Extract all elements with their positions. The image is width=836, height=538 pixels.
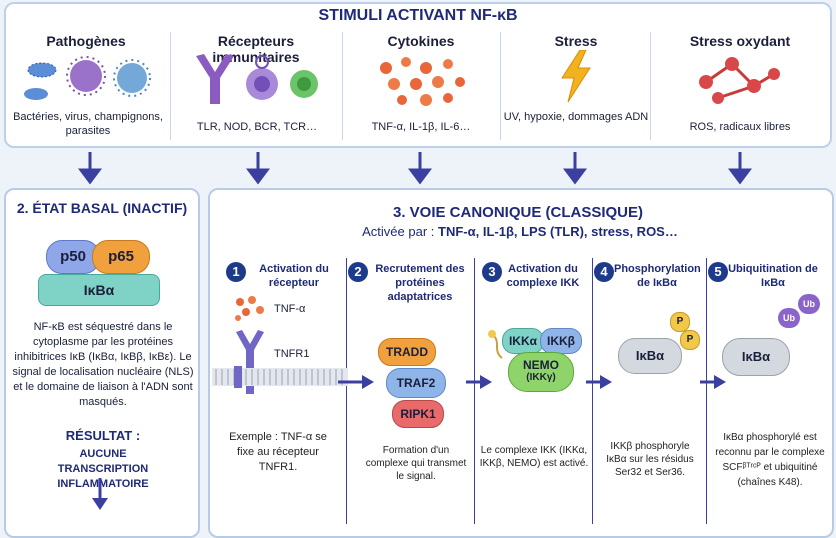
step-2-title: Recrutement des protéines adaptatrices — [375, 263, 465, 303]
activated-by-list: TNF-α, IL-1β, LPS (TLR), stress, ROS… — [438, 224, 678, 239]
step-1-title: Activation du récepteur — [259, 263, 329, 289]
step-3-number: 3 — [482, 262, 502, 282]
category-title-cytokines: Cytokines — [387, 33, 455, 49]
step-2-number: 2 — [348, 262, 368, 282]
divider — [342, 32, 343, 140]
divider — [650, 32, 651, 140]
cytokines-icon — [380, 57, 465, 106]
step-4-title: Phosphorylation de IκBα — [614, 263, 701, 289]
ubiquitin-1: Ub — [778, 308, 800, 328]
immune-receptors-icon — [196, 54, 318, 104]
step-5-title: Ubiquitination de IκBα — [728, 263, 818, 289]
ros-molecules-icon — [699, 57, 780, 104]
ikba-inhibitor: IκBα — [38, 274, 160, 306]
step-arrow — [338, 375, 374, 389]
ikk-alpha-protein: IKKα — [502, 328, 544, 354]
p50-subunit: p50 — [46, 240, 100, 274]
step-divider — [474, 258, 475, 524]
result-down-arrow — [92, 478, 108, 510]
step-arrow — [700, 375, 726, 389]
ikba-protein-ubiquitinated: IκBα — [722, 338, 790, 376]
step-divider — [706, 258, 707, 524]
result-text: AUCUNE TRANSCRIPTION INFLAMMATOIRE — [57, 448, 149, 490]
result-label: RÉSULTAT : — [65, 428, 141, 443]
step-arrow — [466, 375, 492, 389]
phosphate-tail-icon — [488, 330, 503, 359]
category-desc-immune-receptors: TLR, NOD, BCR, TCR… — [196, 121, 318, 133]
category-desc-pathogens: Bactéries, virus, champignons, parasites — [13, 111, 163, 137]
step-3-title: Activation du complexe IKK — [506, 263, 580, 289]
step-1-number: 1 — [226, 262, 246, 282]
step-3-description: Le complexe IKK (IKKα, IKKβ, NEMO) est a… — [479, 445, 589, 469]
stimuli-title: STIMULI ACTIVANT NF-κB — [318, 7, 518, 24]
ripk1-protein: RIPK1 — [392, 400, 444, 428]
ubiquitin-2: Ub — [798, 294, 820, 314]
divider — [500, 32, 501, 140]
tnf-ligand-icon — [235, 296, 264, 321]
step-divider — [346, 258, 347, 524]
step-4-number: 4 — [594, 262, 614, 282]
traf2-protein: TRAF2 — [386, 368, 446, 398]
category-title-immune-receptors: Récepteurs immunitaires — [212, 33, 300, 65]
ikba-protein: IκBα — [618, 338, 682, 374]
step-2-description: Formation d'un complexe qui transmet le … — [365, 445, 467, 482]
canonical-title: 3. VOIE CANONIQUE (CLASSIQUE) — [392, 204, 644, 221]
activated-by-line: Activée par : TNF-α, IL-1β, LPS (TLR), s… — [250, 224, 790, 239]
tnf-label: TNF-α — [274, 303, 306, 315]
tnfr1-label: TNFR1 — [274, 348, 310, 360]
category-desc-cytokines: TNF-α, IL-1β, IL-6… — [371, 121, 471, 133]
category-title-pathogens: Pathogènes — [46, 33, 126, 49]
ikk-beta-protein: IKKβ — [540, 328, 582, 354]
category-desc-oxidative-stress: ROS, radicaux libres — [689, 121, 791, 133]
divider — [170, 32, 171, 140]
phosphate-group-1: P — [670, 312, 690, 332]
activated-by-prefix: Activée par : — [362, 224, 439, 239]
basal-description: NF-κB est séquestré dans le cytoplasme p… — [12, 321, 194, 408]
basal-state-panel — [4, 188, 200, 538]
pathogens-icon — [24, 56, 151, 100]
step-4-description: IKKβ phosphoryle IκBα sur les résidus Se… — [606, 441, 694, 478]
basal-state-title: 2. ÉTAT BASAL (INACTIF) — [16, 200, 188, 216]
lightning-icon — [561, 50, 591, 102]
down-arrows — [78, 152, 752, 185]
category-title-stress: Stress — [554, 33, 598, 49]
tradd-protein: TRADD — [378, 338, 436, 366]
category-desc-stress: UV, hypoxie, dommages ADN — [503, 111, 649, 123]
category-title-oxidative-stress: Stress oxydant — [689, 33, 791, 49]
step-5-description: IκBα phosphorylé est reconnu par le comp… — [715, 432, 825, 488]
tnfr1-receptor-icon — [236, 330, 264, 394]
step-arrow — [586, 375, 612, 389]
step-5-number: 5 — [708, 262, 728, 282]
step-divider — [592, 258, 593, 524]
nemo-alias: (IKKγ) — [526, 372, 556, 383]
cell-membrane — [212, 366, 348, 388]
nemo-protein: NEMO (IKKγ) — [508, 352, 574, 392]
p65-subunit: p65 — [92, 240, 150, 274]
nemo-label: NEMO — [523, 358, 559, 372]
phosphate-group-2: P — [680, 330, 700, 350]
step-1-description: Exemple : TNF-α se fixe au récepteur TNF… — [229, 431, 327, 473]
